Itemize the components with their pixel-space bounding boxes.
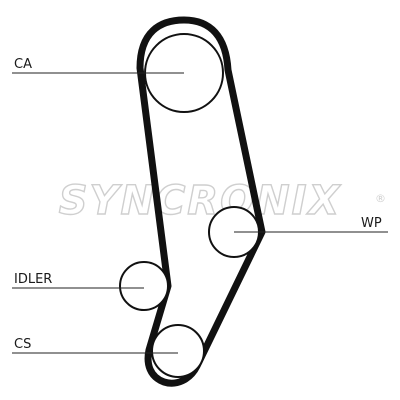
idler-pulley [119,261,169,311]
watermark-text: SYNCRONIX [59,178,342,224]
label-cs: CS [14,337,31,352]
watermark: SYNCRONIX ® [58,177,386,224]
label-wp: WP [361,216,382,231]
label-ca: CA [14,57,32,72]
timing-belt [136,16,266,387]
watermark-registered-mark: ® [375,192,386,205]
crankshaft-pulley [151,324,205,378]
label-idler: IDLER [14,272,52,287]
